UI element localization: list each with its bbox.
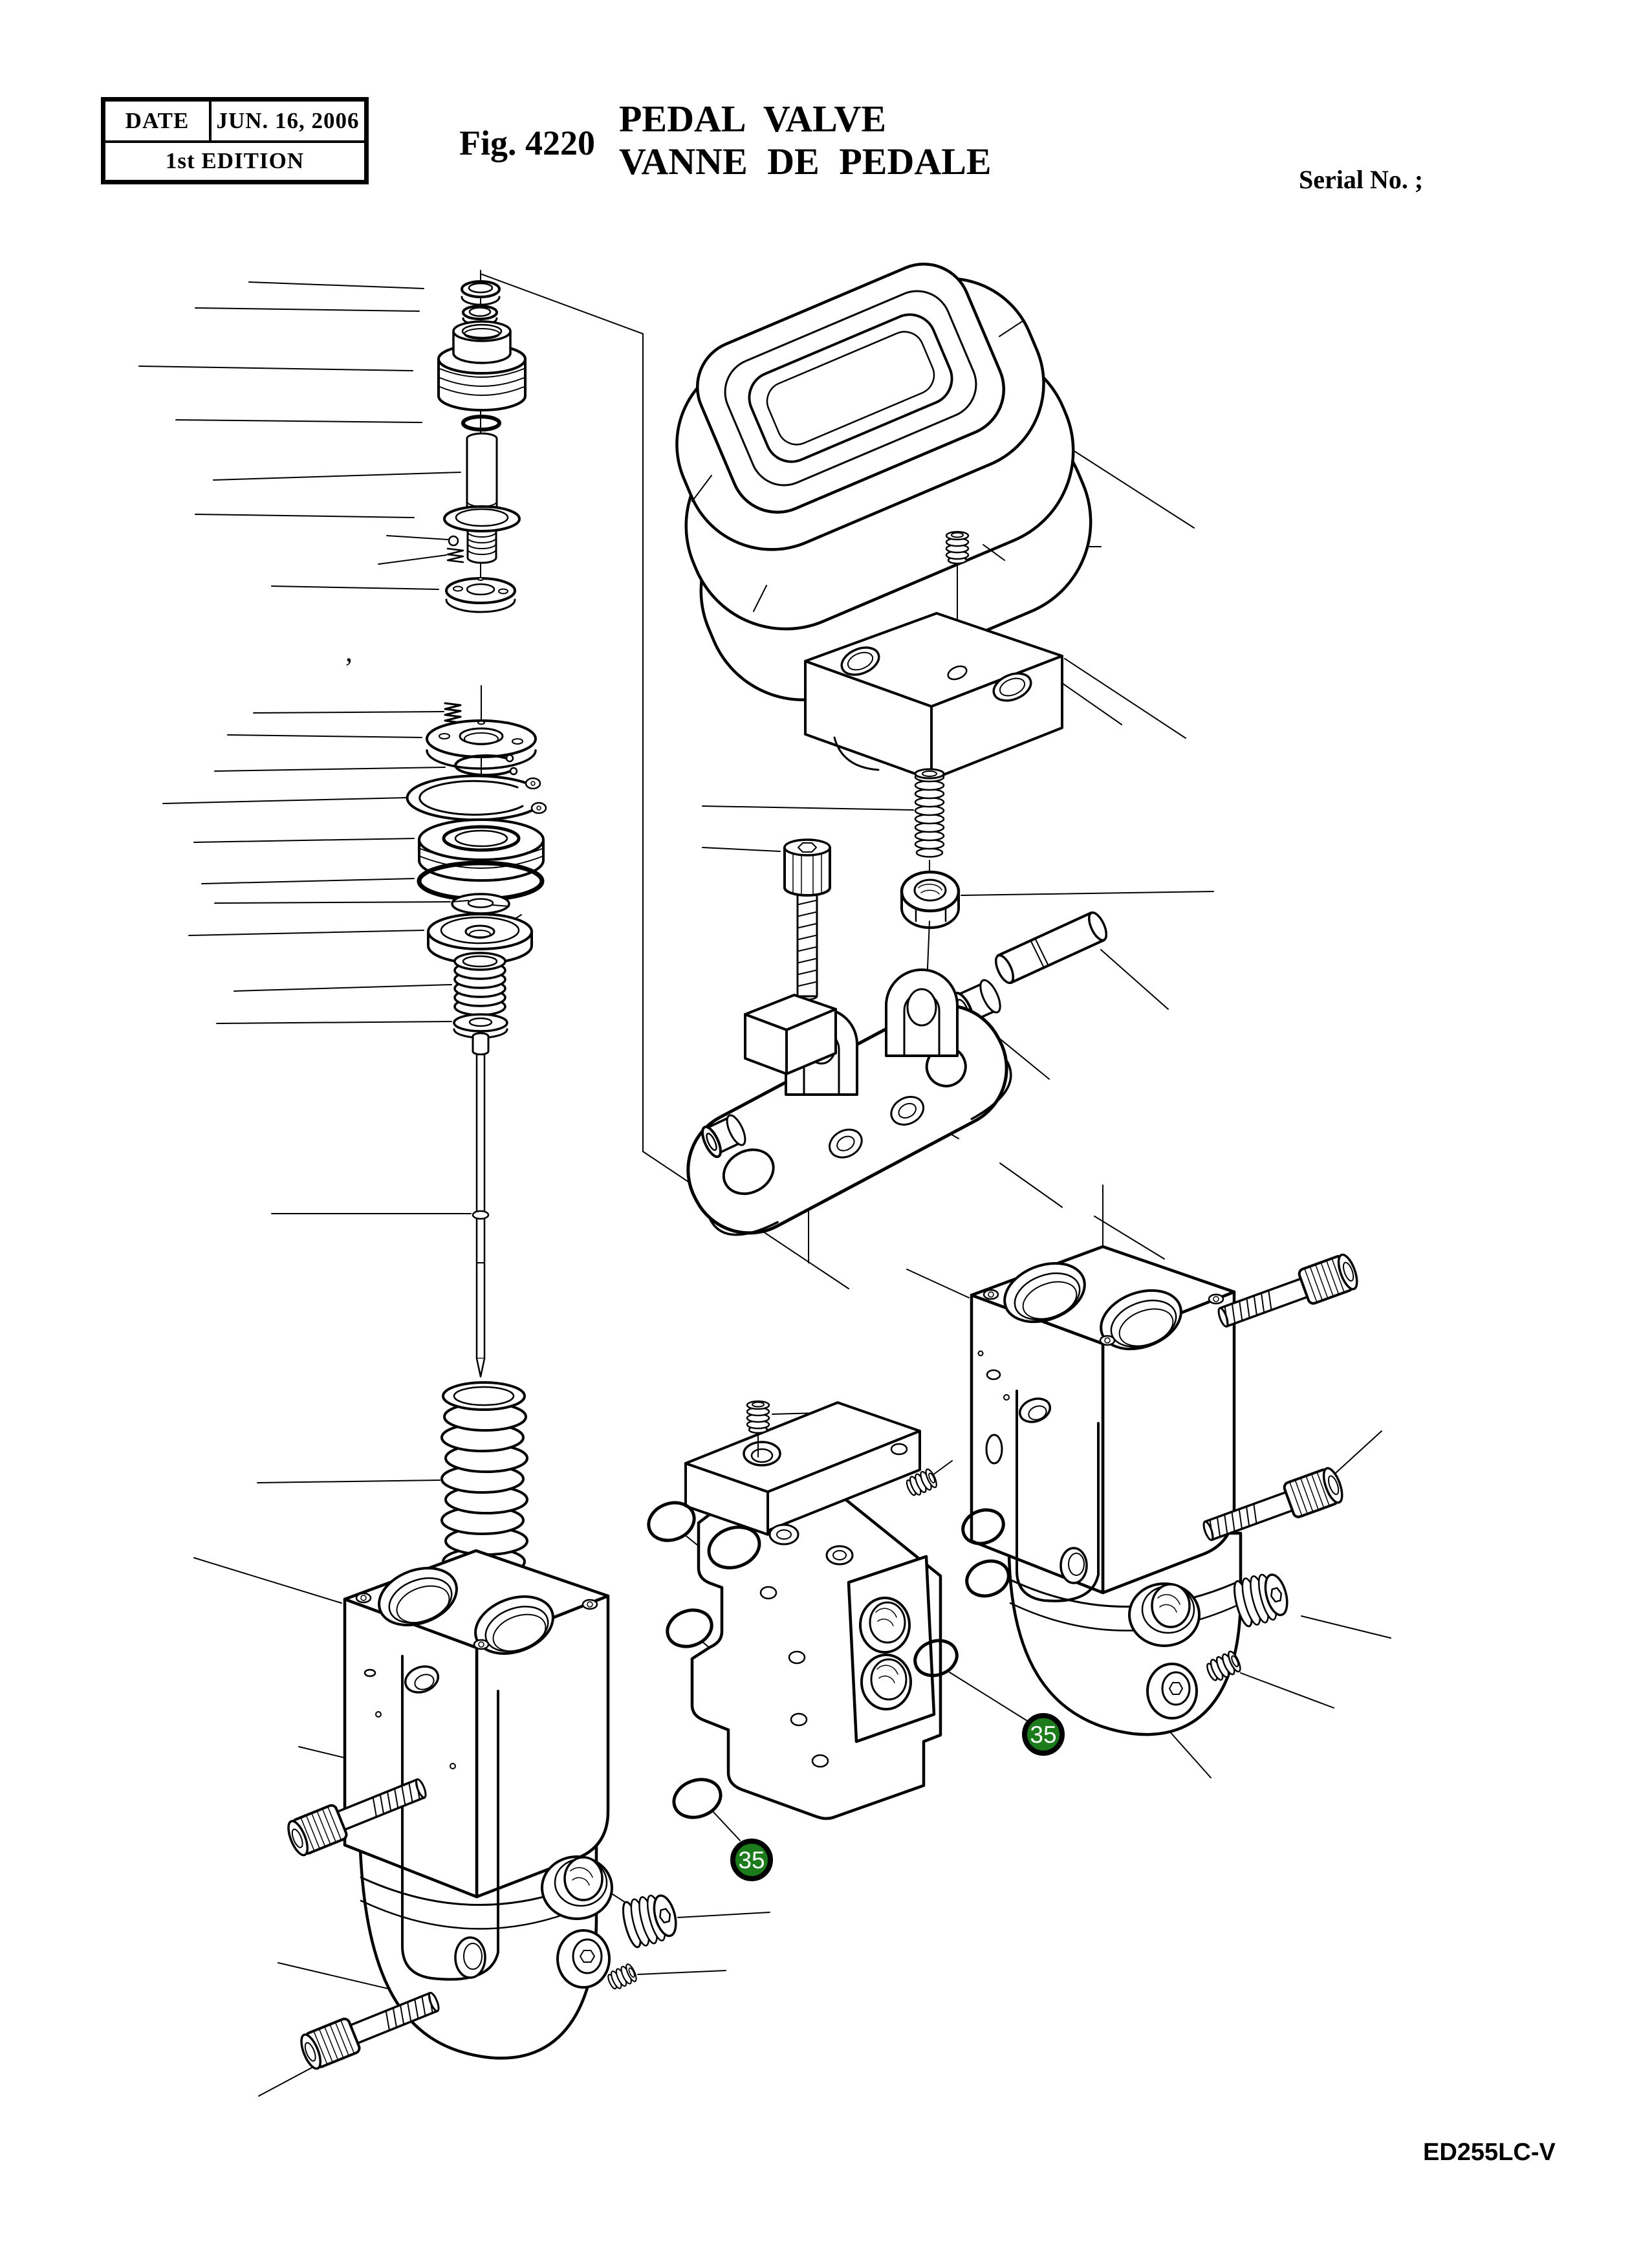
- edition-table: DATE JUN. 16, 2006 1st EDITION: [101, 97, 369, 184]
- part-spool-stack: [406, 280, 547, 1577]
- callout-number-2[interactable]: 35: [1030, 1721, 1056, 1748]
- callout-number-1[interactable]: 35: [738, 1847, 765, 1873]
- part-bolt-right-upper: [1212, 1251, 1362, 1337]
- part-plug-left: [618, 1888, 682, 1951]
- part-cap-screw-vertical: [783, 838, 831, 1059]
- part-cam-block: [804, 612, 1063, 781]
- part-base-plate: [686, 968, 1012, 1236]
- serial-number-label: Serial No. ;: [1299, 165, 1424, 194]
- part-bushing-left: [701, 1114, 746, 1159]
- part-valve-body-left: [343, 1549, 613, 2060]
- date-label: DATE: [105, 102, 212, 140]
- part-callout-badge-2[interactable]: 35: [1022, 1713, 1065, 1756]
- part-callout-badge-1[interactable]: 35: [730, 1839, 773, 1881]
- part-manifold-plate: [684, 1401, 942, 1820]
- figure-number: Fig. 4220: [459, 124, 595, 162]
- edition-value: 1st EDITION: [165, 148, 305, 174]
- page-title-fr: VANNE DE PEDALE: [619, 140, 992, 182]
- part-clevis-pin: [994, 911, 1108, 985]
- part-hex-nut: [900, 870, 961, 1000]
- page-title-en: PEDAL VALVE: [619, 98, 887, 140]
- part-pedal-boot: [675, 262, 1092, 701]
- part-set-screw-plate-top: [746, 1400, 770, 1434]
- part-o-rings: [647, 1501, 1010, 1819]
- drawing-code: ED255LC-V: [1423, 2139, 1556, 2166]
- date-value: JUN. 16, 2006: [216, 107, 360, 133]
- stray-comma-mark: ,: [345, 636, 353, 668]
- part-threaded-stud: [914, 768, 945, 879]
- part-valve-body-right: [970, 1245, 1243, 1736]
- part-set-screw-left: [605, 1962, 639, 1993]
